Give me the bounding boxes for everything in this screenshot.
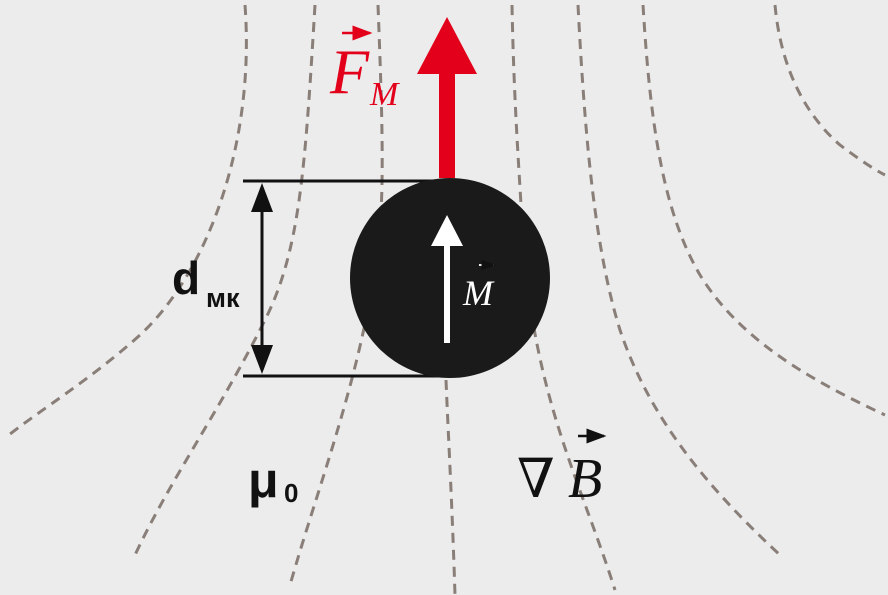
moment-arrow: [431, 215, 463, 343]
dimension-arrowhead-down: [251, 345, 273, 374]
permeability-subscript: 0: [284, 478, 298, 508]
dimension-arrowhead-up: [251, 183, 273, 212]
field-line: [773, 4, 886, 177]
gradient-label: ∇ B: [517, 428, 607, 510]
force-symbol: F: [329, 36, 370, 107]
diameter-label: d мк: [172, 252, 240, 313]
field-line: [576, 4, 782, 557]
moment-label: M: [462, 259, 496, 313]
field-line: [4, 4, 248, 440]
diameter-dimension: [243, 179, 448, 378]
diameter-symbol: d: [172, 252, 200, 304]
permeability-label: μ 0: [248, 452, 298, 508]
field-line: [444, 379, 457, 595]
gradient-symbol: B: [568, 448, 602, 510]
force-subscript: M: [369, 76, 400, 113]
gradient-operator: ∇: [517, 447, 555, 510]
force-label: F M: [329, 25, 400, 113]
field-line: [641, 4, 886, 417]
force-arrow: [417, 17, 477, 178]
permeability-symbol: μ: [248, 452, 279, 508]
field-line: [133, 4, 317, 556]
moment-symbol: M: [462, 273, 495, 313]
diameter-subscript: мк: [206, 283, 240, 313]
